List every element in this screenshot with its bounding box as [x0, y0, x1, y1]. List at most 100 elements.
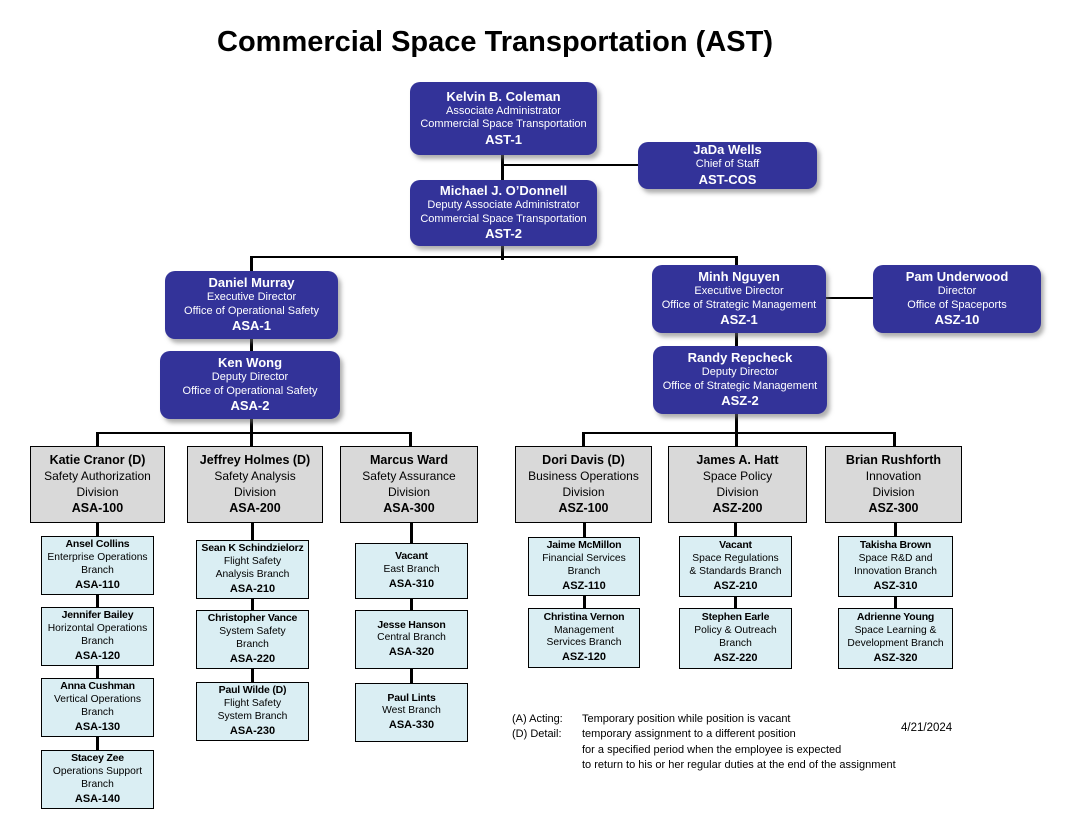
- page-title: Commercial Space Transportation (AST): [217, 26, 773, 58]
- legend-detail-text: temporary assignment to a different posi…: [582, 727, 896, 773]
- org-code: ASA-330: [388, 719, 435, 732]
- org-box-asz-10: Pam Underwood Director Office of Spacepo…: [873, 265, 1041, 333]
- connector-line: [250, 256, 737, 258]
- org-line: Office of Spaceports: [907, 298, 1007, 311]
- org-box-asa-120: Jennifer Bailey Horizontal Operations Br…: [41, 607, 154, 666]
- branch-line: Horizontal Operations: [47, 623, 148, 635]
- branch-line: Policy & Outreach: [694, 625, 777, 637]
- org-code: AST-2: [485, 226, 522, 242]
- branch-line: East Branch: [383, 563, 440, 575]
- org-box-asz-1: Minh Nguyen Executive Director Office of…: [652, 265, 826, 333]
- person-name: Michael J. O’Donnell: [439, 183, 568, 199]
- branch-line: Financial Services: [542, 553, 626, 565]
- person-name: Marcus Ward: [369, 453, 449, 468]
- person-name: Daniel Murray: [208, 275, 295, 291]
- branch-line: Branch: [81, 564, 114, 576]
- connector-line: [582, 432, 896, 434]
- person-name: Brian Rushforth: [845, 453, 942, 468]
- org-line: Commercial Space Transportation: [420, 118, 587, 131]
- branch-line: Management: [553, 624, 615, 636]
- org-box-asa-210: Sean K Schindzielorz Flight Safety Analy…: [196, 540, 309, 599]
- org-box-asz-320: Adrienne Young Space Learning & Developm…: [838, 608, 953, 669]
- branch-line: Innovation Branch: [853, 565, 937, 577]
- person-name: Jaime McMillon: [546, 539, 622, 552]
- connector-line: [735, 330, 738, 350]
- legend-detail-line: temporary assignment to a different posi…: [582, 728, 796, 741]
- branch-line: Branch: [81, 706, 114, 718]
- branch-line: Services Branch: [546, 637, 622, 649]
- org-code: AST-1: [485, 131, 522, 147]
- org-code: ASA-130: [74, 720, 121, 733]
- org-line: Office of Operational Safety: [182, 384, 318, 397]
- role-title: Chief of Staff: [695, 158, 760, 171]
- connector-line: [250, 432, 253, 450]
- branch-line: & Standards Branch: [689, 565, 782, 577]
- person-name: Anna Cushman: [60, 680, 135, 693]
- person-name: Jeffrey Holmes (D): [199, 453, 311, 468]
- org-box-asz-110: Jaime McMillon Financial Services Branch…: [528, 537, 640, 596]
- person-name: Takisha Brown: [859, 539, 932, 552]
- branch-line: Operations Support: [52, 766, 143, 778]
- role-title: Deputy Director: [701, 366, 779, 379]
- connector-line: [735, 411, 738, 434]
- role-title: Deputy Director: [211, 371, 289, 384]
- person-name: Paul Lints: [387, 691, 436, 704]
- connector-line: [501, 243, 504, 260]
- org-box-asa-110: Ansel Collins Enterprise Operations Bran…: [41, 536, 154, 595]
- branch-line: West Branch: [382, 705, 441, 717]
- org-box-asz-300: Brian Rushforth Innovation Division ASZ-…: [825, 446, 962, 523]
- org-code: ASA-200: [229, 501, 281, 516]
- legend: (A) Acting: Temporary position while pos…: [512, 712, 896, 774]
- org-code: ASZ-120: [561, 651, 607, 664]
- person-name: Christina Vernon: [543, 610, 625, 623]
- division-line: Safety Assurance: [362, 468, 456, 483]
- org-code: ASA-140: [74, 792, 121, 805]
- role-title: Director: [937, 285, 977, 298]
- division-line: Space Policy: [702, 468, 773, 483]
- org-code: ASZ-210: [713, 579, 758, 592]
- connector-line: [96, 432, 99, 450]
- org-code: ASA-100: [71, 501, 124, 516]
- org-code: ASZ-220: [713, 651, 758, 664]
- connector-line: [501, 164, 643, 166]
- org-box-asa-130: Anna Cushman Vertical Operations Branch …: [41, 678, 154, 737]
- person-name: Minh Nguyen: [698, 269, 780, 285]
- org-code: ASA-2: [230, 398, 270, 414]
- legend-detail-label: (D) Detail:: [512, 728, 562, 741]
- org-code: ASZ-310: [873, 579, 918, 592]
- person-name: Stephen Earle: [701, 611, 770, 624]
- org-code: ASA-230: [229, 724, 276, 737]
- person-name: Ansel Collins: [65, 538, 130, 551]
- branch-line: Space Learning &: [854, 625, 937, 637]
- org-code: ASZ-10: [934, 312, 980, 328]
- org-code: AST-COS: [698, 171, 757, 187]
- person-name: Stacey Zee: [71, 752, 124, 765]
- org-box-asa-230: Paul Wilde (D) Flight Safety System Bran…: [196, 682, 309, 741]
- branch-line: Analysis Branch: [215, 568, 290, 580]
- org-code: ASA-310: [388, 577, 435, 590]
- org-code: ASZ-300: [868, 501, 919, 516]
- branch-line: Enterprise Operations: [47, 552, 148, 564]
- person-name: James A. Hatt: [696, 453, 779, 468]
- branch-line: System Safety: [219, 626, 286, 638]
- division-line: Safety Authorization: [44, 468, 151, 483]
- org-box-asz-310: Takisha Brown Space R&D and Innovation B…: [838, 536, 953, 597]
- connector-line: [893, 432, 896, 450]
- org-code: ASA-300: [383, 501, 435, 516]
- person-name: Vacant: [395, 550, 428, 563]
- org-line: Office of Strategic Management: [661, 298, 817, 311]
- org-box-asa-2: Ken Wong Deputy Director Office of Opera…: [160, 351, 340, 419]
- person-name: Vacant: [719, 539, 752, 552]
- org-code: ASA-320: [388, 646, 435, 659]
- division-line: Safety Analysis: [214, 468, 296, 483]
- org-code: ASA-110: [75, 578, 120, 591]
- division-line: Business Operations: [528, 468, 639, 483]
- org-box-asa-220: Christopher Vance System Safety Branch A…: [196, 610, 309, 669]
- branch-line: Central Branch: [377, 632, 446, 644]
- org-box-asz-200: James A. Hatt Space Policy Division ASZ-…: [668, 446, 807, 523]
- org-code: ASA-220: [229, 652, 276, 665]
- branch-line: Flight Safety: [223, 698, 282, 710]
- chart-date: 4/21/2024: [901, 722, 953, 734]
- org-box-ast-2: Michael J. O’Donnell Deputy Associate Ad…: [410, 180, 597, 246]
